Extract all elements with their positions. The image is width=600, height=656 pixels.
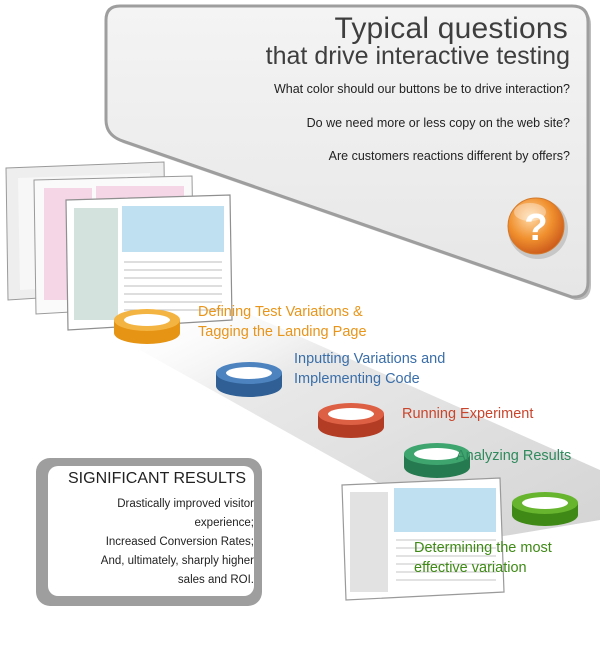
step-3-label: Running Experiment <box>402 404 533 424</box>
step-5-label: Determining the most effective variation <box>414 538 552 578</box>
callout-title-line1: Typical questions <box>334 12 568 45</box>
step-4-tape-icon <box>404 443 470 478</box>
page-mockup-front <box>65 194 233 331</box>
question-1: What color should our buttons be to driv… <box>273 82 570 96</box>
question-mark-icon: ? <box>507 197 568 259</box>
step-3-tape-icon <box>318 403 384 438</box>
step-1-tape-icon <box>114 309 180 344</box>
results-line-3: Increased Conversion Rates; <box>105 536 254 548</box>
results-line-4: And, ultimately, sharply higher <box>100 555 254 567</box>
question-callout <box>104 4 591 301</box>
step-2-label: Inputting Variations and Implementing Co… <box>294 349 445 389</box>
step-4-label: Analyzing Results <box>456 446 571 466</box>
step-1-line2: Tagging the Landing Page <box>198 324 367 340</box>
step-1-label: Defining Test Variations & Tagging the L… <box>198 302 367 342</box>
step-2-line1: Inputting Variations and <box>294 351 446 367</box>
step-2-tape-icon <box>216 362 282 397</box>
results-title: SIGNIFICANT RESULTS <box>68 470 247 487</box>
results-box <box>36 458 262 606</box>
results-line-1: Drastically improved visitor <box>117 498 254 510</box>
results-line-5: sales and ROI. <box>177 574 254 586</box>
step-4-line1: Analyzing Results <box>456 448 572 464</box>
question-3: Are customers reactions different by off… <box>328 149 570 163</box>
step-1-line1: Defining Test Variations & <box>198 304 363 320</box>
result-page-mockup <box>341 477 505 601</box>
callout-title-line2: that drive interactive testing <box>265 42 570 70</box>
svg-text:?: ? <box>524 207 547 249</box>
step-5-line1: Determining the most <box>414 540 552 556</box>
question-2: Do we need more or less copy on the web … <box>306 116 570 130</box>
page-mockups-stack <box>5 161 233 331</box>
step-5-line2: effective variation <box>414 560 527 576</box>
step-3-line1: Running Experiment <box>402 406 534 422</box>
step-5-tape-icon <box>512 492 578 526</box>
step-2-line2: Implementing Code <box>294 371 420 387</box>
results-line-2: experience; <box>194 517 254 529</box>
